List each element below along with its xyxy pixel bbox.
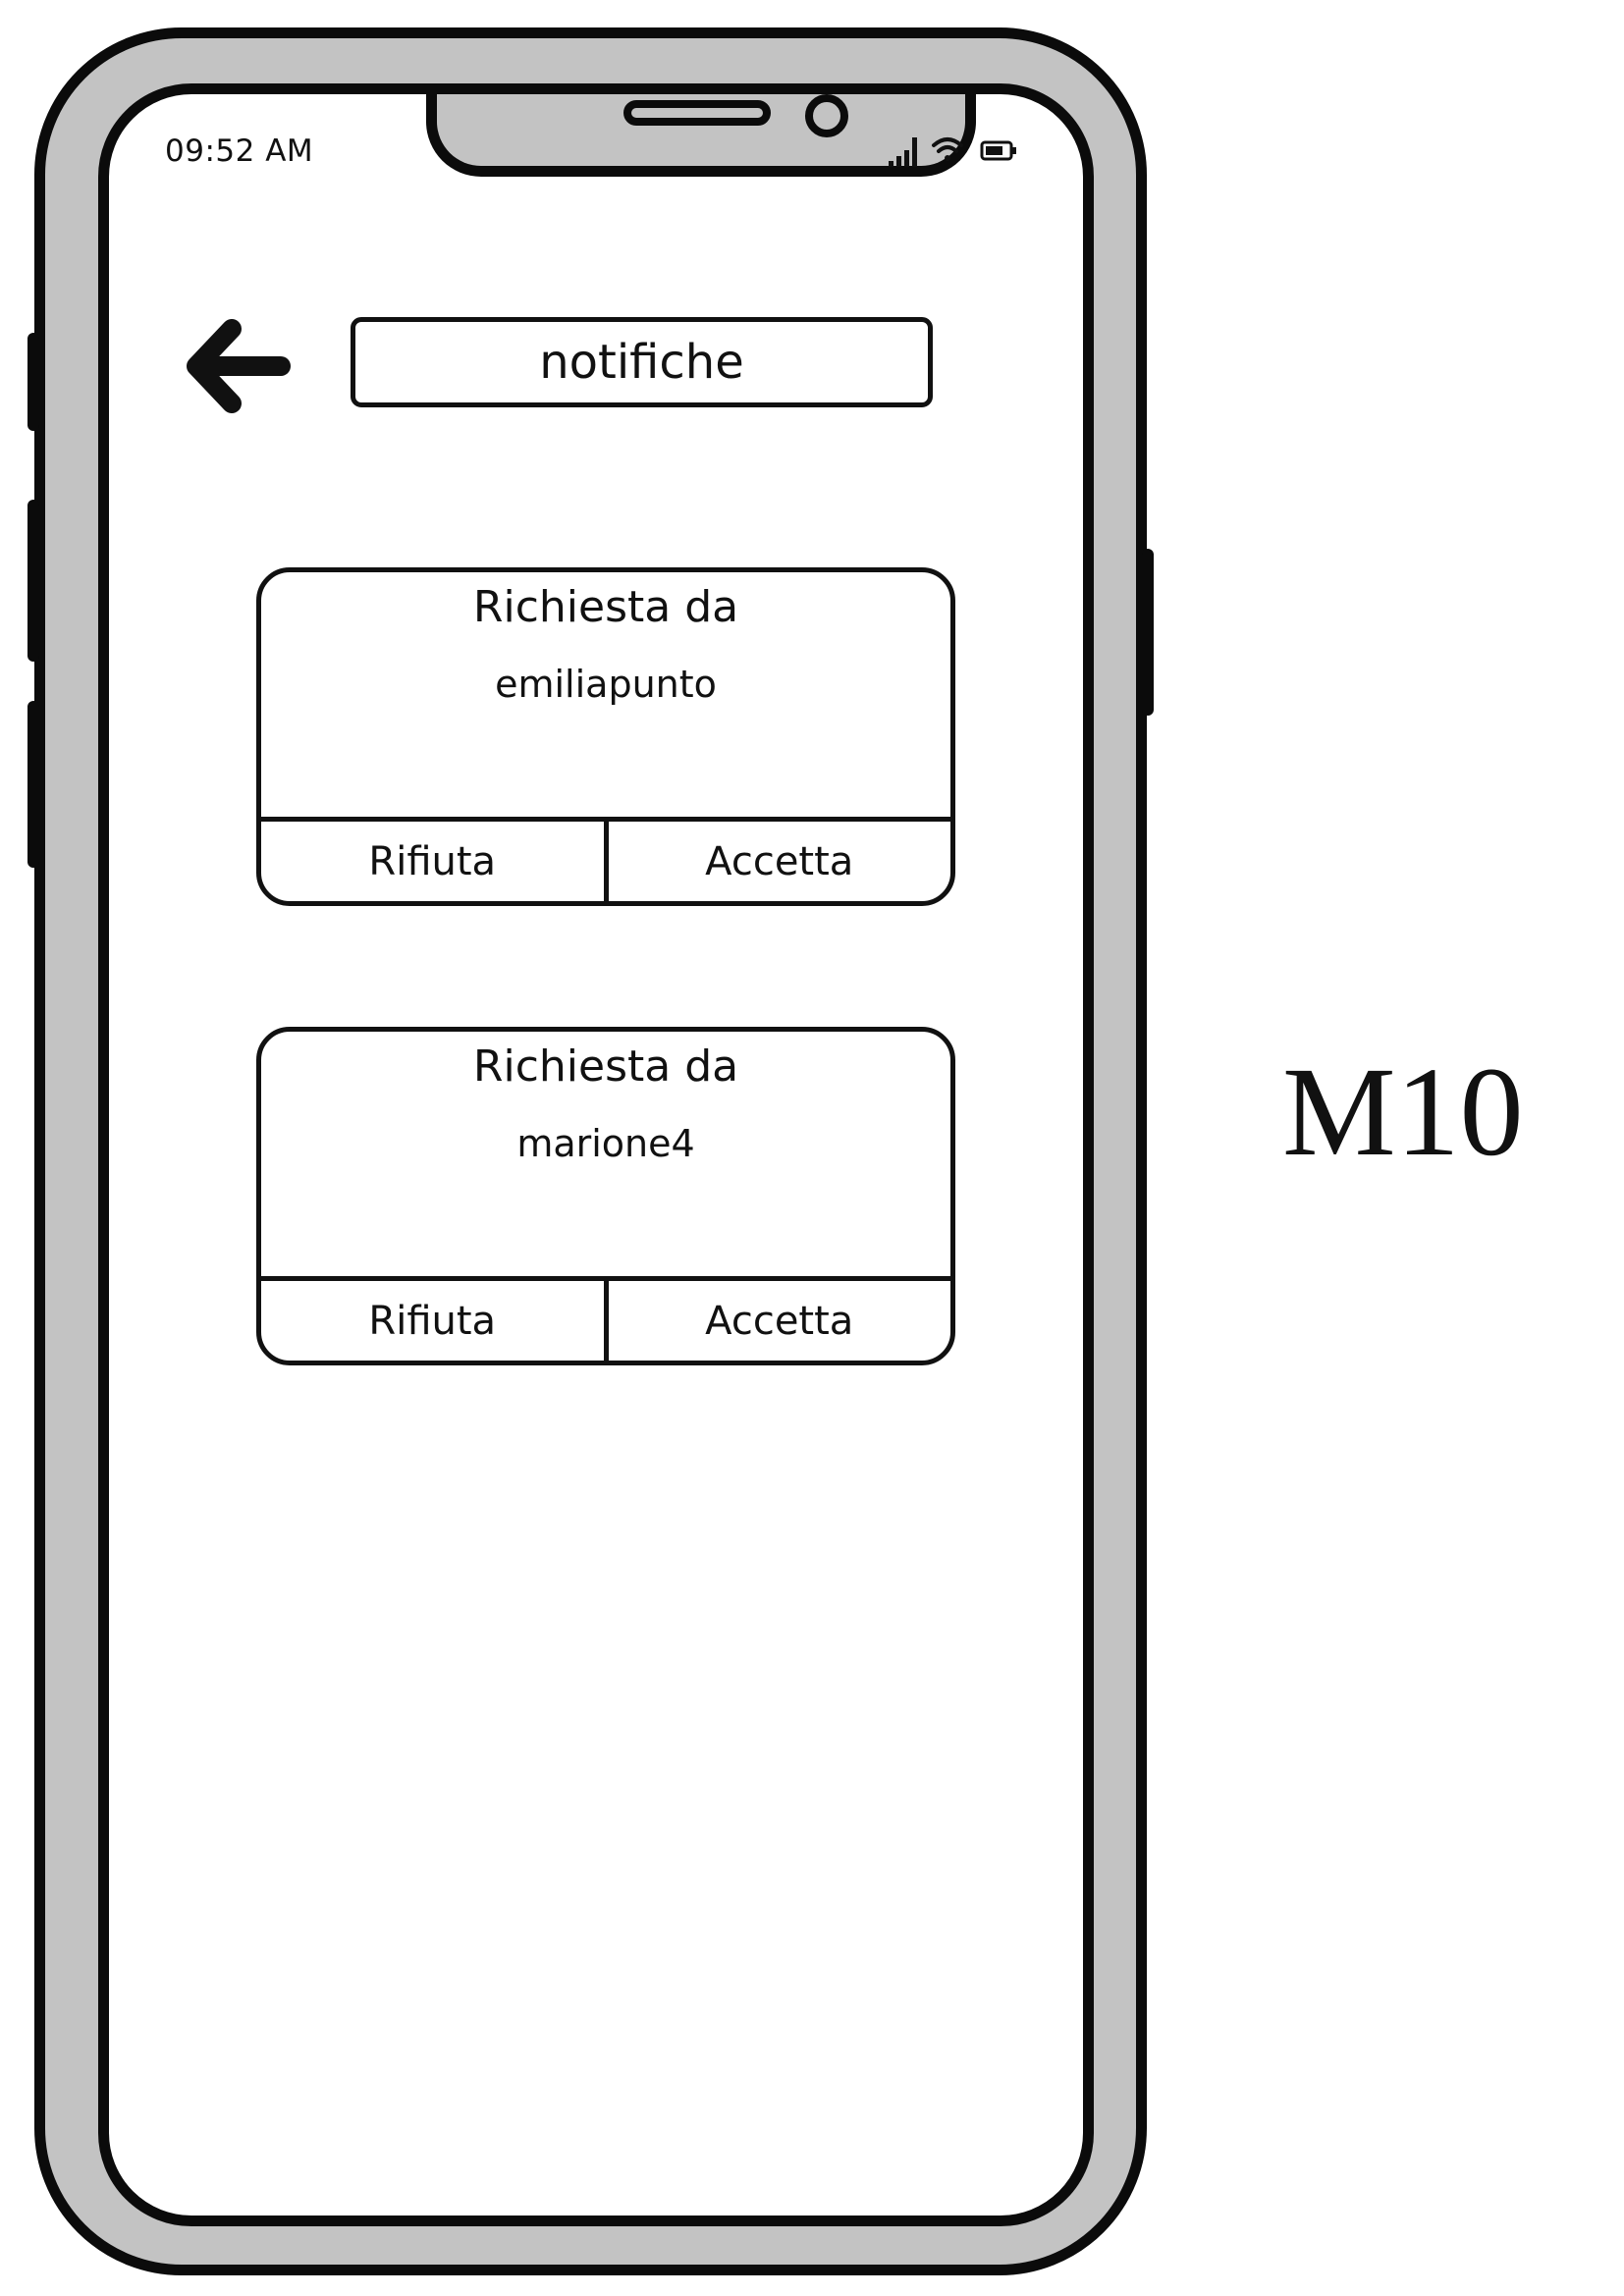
accept-button[interactable]: Accetta bbox=[603, 1281, 951, 1361]
reject-button[interactable]: Rifiuta bbox=[368, 838, 497, 884]
signal-icon bbox=[889, 137, 917, 167]
screen-label: M10 bbox=[1282, 1041, 1524, 1183]
phone-screen: 09:52 AM notifiche Richiesta da emiliapu… bbox=[98, 83, 1094, 2226]
phone-side-button bbox=[27, 333, 39, 431]
request-title: Richiesta da bbox=[472, 582, 739, 632]
speaker-icon bbox=[623, 100, 771, 126]
accept-button[interactable]: Accetta bbox=[603, 822, 951, 901]
friend-request-card: Richiesta da emiliapunto Rifiuta Accetta bbox=[256, 567, 955, 906]
camera-icon bbox=[805, 94, 848, 137]
request-username: marione4 bbox=[516, 1122, 695, 1165]
request-actions: Rifiuta Accetta bbox=[261, 817, 950, 901]
request-title: Richiesta da bbox=[472, 1041, 739, 1092]
request-actions: Rifiuta Accetta bbox=[261, 1276, 950, 1361]
reject-button[interactable]: Rifiuta bbox=[368, 1298, 497, 1344]
request-username: emiliapunto bbox=[495, 663, 717, 706]
status-icons bbox=[889, 137, 1016, 167]
phone-notch bbox=[426, 94, 976, 177]
wifi-icon bbox=[932, 137, 963, 161]
phone-volume-up-button bbox=[27, 500, 39, 662]
phone-power-button bbox=[1142, 549, 1154, 716]
phone-volume-down-button bbox=[27, 701, 39, 868]
friend-request-card: Richiesta da marione4 Rifiuta Accetta bbox=[256, 1027, 955, 1365]
status-time: 09:52 AM bbox=[165, 133, 314, 169]
page-title: notifiche bbox=[351, 317, 933, 407]
back-arrow-icon[interactable] bbox=[183, 315, 296, 428]
battery-icon bbox=[980, 140, 1016, 161]
